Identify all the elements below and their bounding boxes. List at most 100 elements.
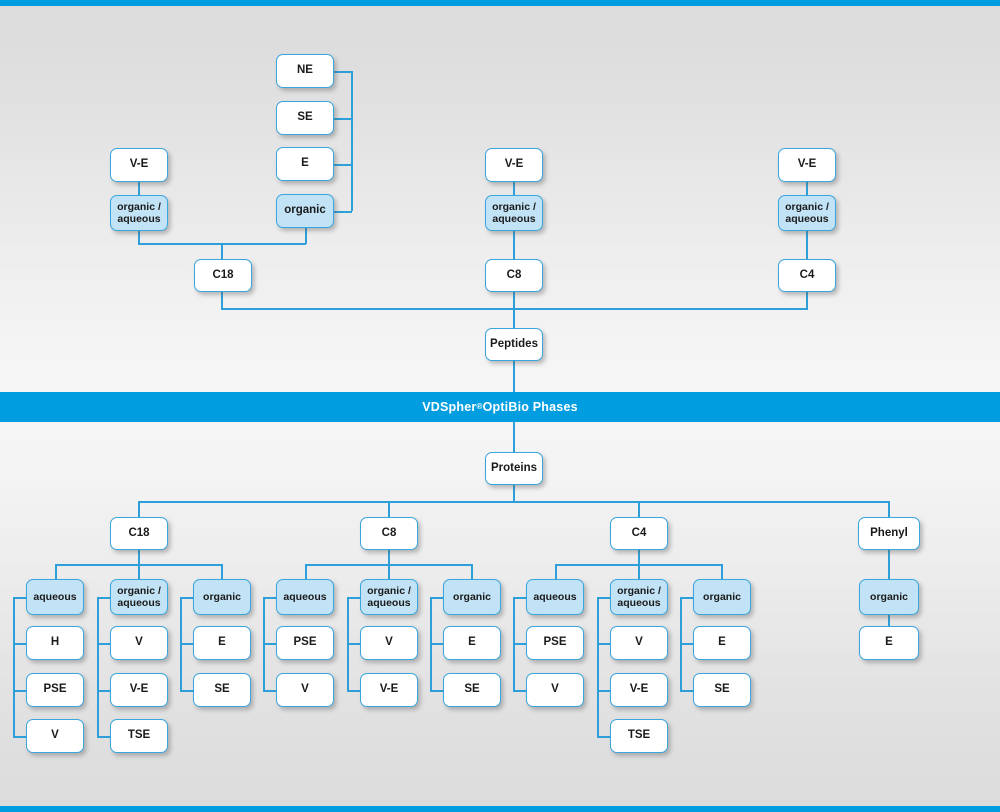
node-label: SE bbox=[297, 111, 313, 124]
connector-peptides-c4-oa-to-phase bbox=[806, 231, 808, 259]
proteins-c18-organic-item-e[interactable]: E bbox=[193, 626, 251, 660]
peptides-phase-c8[interactable]: C8 bbox=[485, 259, 543, 292]
proteins-phase-c4[interactable]: C4 bbox=[610, 517, 668, 550]
connector-proteins-phenyl-drop bbox=[888, 501, 890, 518]
proteins-c4-modifier-organic-aqueous[interactable]: organic / aqueous bbox=[610, 579, 668, 615]
connector-proteins-c8-oa-drop bbox=[388, 564, 390, 580]
connector-peptides-c18-organic-stub bbox=[334, 211, 352, 213]
proteins-c18-oa-item-v[interactable]: V bbox=[110, 626, 168, 660]
peptides-phase-c4[interactable]: C4 bbox=[778, 259, 836, 292]
connector-proteins-c8-oa-stub1 bbox=[347, 643, 361, 645]
proteins-c18-modifier-organic-aqueous[interactable]: organic / aqueous bbox=[110, 579, 168, 615]
connector-proteins-c18-oa-drop bbox=[138, 564, 140, 580]
node-label: V bbox=[301, 683, 309, 696]
peptides-c18-modifier-organic[interactable]: organic bbox=[276, 194, 334, 228]
peptides-c18-organic-item-e[interactable]: E bbox=[276, 147, 334, 181]
proteins-c8-organic-item-se[interactable]: SE bbox=[443, 673, 501, 707]
proteins-c8-oa-item-v[interactable]: V bbox=[360, 626, 418, 660]
connector-proteins-c18-organic-stub0 bbox=[180, 597, 194, 599]
node-label-line1: organic bbox=[870, 590, 908, 603]
proteins-c18-oa-item-tse[interactable]: TSE bbox=[110, 719, 168, 753]
peptides-c8-oa-item-ve[interactable]: V-E bbox=[485, 148, 543, 182]
connector-proteins-c18-aqueous-stub2 bbox=[13, 690, 27, 692]
proteins-phase-c8[interactable]: C8 bbox=[360, 517, 418, 550]
node-label-line1: organic / bbox=[367, 584, 411, 597]
proteins-c8-aqueous-item-v[interactable]: V bbox=[276, 673, 334, 707]
connector-proteins-root-down bbox=[513, 485, 515, 502]
node-label: TSE bbox=[127, 729, 151, 742]
proteins-phase-c18[interactable]: C18 bbox=[110, 517, 168, 550]
proteins-phenyl-modifier-organic[interactable]: organic bbox=[859, 579, 919, 615]
proteins-c18-aqueous-item-pse[interactable]: PSE bbox=[26, 673, 84, 707]
peptides-c18-organic-item-ne[interactable]: NE bbox=[276, 54, 334, 88]
proteins-c4-organic-item-se[interactable]: SE bbox=[693, 673, 751, 707]
node-label-line1: aqueous bbox=[533, 590, 577, 603]
connector-proteins-c4-organic-stub2 bbox=[680, 690, 694, 692]
peptides-root[interactable]: Peptides bbox=[485, 328, 543, 361]
connector-proteins-c4-oa-drop bbox=[638, 564, 640, 580]
peptides-phase-c18[interactable]: C18 bbox=[194, 259, 252, 292]
node-label: PSE bbox=[293, 636, 317, 649]
banner-rest: OptiBio Phases bbox=[482, 400, 578, 414]
connector-peptides-root-to-banner bbox=[513, 361, 515, 394]
peptides-c18-organic-item-se[interactable]: SE bbox=[276, 101, 334, 135]
proteins-c18-modifier-aqueous[interactable]: aqueous bbox=[26, 579, 84, 615]
connector-peptides-c18-ne-stub bbox=[334, 71, 352, 73]
node-label: Phenyl bbox=[870, 526, 908, 539]
peptides-c4-oa-item-ve[interactable]: V-E bbox=[778, 148, 836, 182]
connector-peptides-bar-to-root bbox=[513, 308, 515, 328]
proteins-c4-modifier-organic[interactable]: organic bbox=[693, 579, 751, 615]
proteins-c4-oa-item-tse[interactable]: TSE bbox=[610, 719, 668, 753]
proteins-c4-aqueous-item-v[interactable]: V bbox=[526, 673, 584, 707]
connector-peptides-c8-oa-to-phase bbox=[513, 231, 515, 259]
brand-banner: VDSpher® OptiBio Phases bbox=[0, 392, 1000, 422]
proteins-c8-modifier-organic-aqueous[interactable]: organic / aqueous bbox=[360, 579, 418, 615]
peptides-c18-modifier-organic-aqueous[interactable]: organic / aqueous bbox=[110, 195, 168, 231]
connector-proteins-c18-aqueous-stub3 bbox=[13, 736, 27, 738]
node-label: V-E bbox=[129, 683, 149, 696]
node-label-line1: organic / bbox=[785, 200, 829, 213]
proteins-root[interactable]: Proteins bbox=[485, 452, 543, 485]
proteins-c4-aqueous-item-pse[interactable]: PSE bbox=[526, 626, 584, 660]
proteins-c8-oa-item-ve[interactable]: V-E bbox=[360, 673, 418, 707]
proteins-c4-oa-item-v[interactable]: V bbox=[610, 626, 668, 660]
node-label: E bbox=[468, 636, 476, 649]
proteins-c8-modifier-aqueous[interactable]: aqueous bbox=[276, 579, 334, 615]
peptides-c18-oa-item-ve[interactable]: V-E bbox=[110, 148, 168, 182]
connector-proteins-c18-oa-stub1 bbox=[97, 643, 111, 645]
node-label-line1: aqueous bbox=[33, 590, 77, 603]
node-label-line1: organic bbox=[703, 590, 741, 603]
connector-proteins-c18-organic-drop bbox=[221, 564, 223, 580]
peptides-c8-modifier-organic-aqueous[interactable]: organic / aqueous bbox=[485, 195, 543, 231]
node-label-line2: aqueous bbox=[117, 597, 161, 609]
node-label: C4 bbox=[799, 268, 815, 281]
node-label: V bbox=[51, 729, 59, 742]
node-label-line2: aqueous bbox=[492, 213, 536, 225]
node-label: E bbox=[718, 636, 726, 649]
proteins-c4-organic-item-e[interactable]: E bbox=[693, 626, 751, 660]
connector-peptides-c18-se-stub bbox=[334, 118, 352, 120]
top-accent-bar bbox=[0, 0, 1000, 6]
proteins-c18-modifier-organic[interactable]: organic bbox=[193, 579, 251, 615]
node-label-line1: organic / bbox=[492, 200, 536, 213]
node-label-line1: organic / bbox=[117, 584, 161, 597]
node-label: V-E bbox=[129, 158, 149, 171]
proteins-c8-organic-item-e[interactable]: E bbox=[443, 626, 501, 660]
connector-peptides-c18-ve-to-oa bbox=[138, 182, 140, 195]
proteins-phenyl-organic-item-e[interactable]: E bbox=[859, 626, 919, 660]
connector-peptides-c8-ve-to-oa bbox=[513, 182, 515, 195]
proteins-c18-organic-item-se[interactable]: SE bbox=[193, 673, 251, 707]
proteins-c8-aqueous-item-pse[interactable]: PSE bbox=[276, 626, 334, 660]
connector-proteins-c8-aqueous-drop bbox=[305, 564, 307, 580]
connector-proteins-c18-oa-stub0 bbox=[97, 597, 111, 599]
peptides-c4-modifier-organic-aqueous[interactable]: organic / aqueous bbox=[778, 195, 836, 231]
node-label: C8 bbox=[506, 268, 522, 281]
proteins-phase-phenyl[interactable]: Phenyl bbox=[858, 517, 920, 550]
proteins-c18-oa-item-ve[interactable]: V-E bbox=[110, 673, 168, 707]
proteins-c18-aqueous-item-h[interactable]: H bbox=[26, 626, 84, 660]
proteins-c4-oa-item-ve[interactable]: V-E bbox=[610, 673, 668, 707]
proteins-c4-modifier-aqueous[interactable]: aqueous bbox=[526, 579, 584, 615]
node-label: V-E bbox=[379, 683, 399, 696]
proteins-c18-aqueous-item-v[interactable]: V bbox=[26, 719, 84, 753]
proteins-c8-modifier-organic[interactable]: organic bbox=[443, 579, 501, 615]
